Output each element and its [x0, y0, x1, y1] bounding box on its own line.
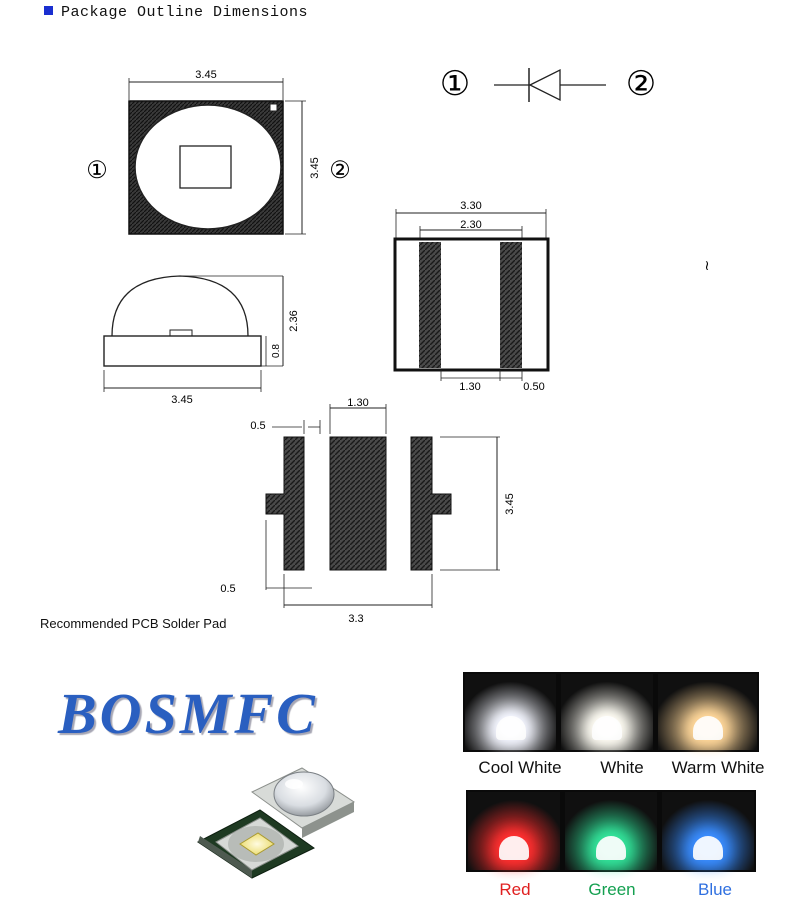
pcb-pad-right — [410, 436, 452, 571]
section-title: Package Outline Dimensions — [44, 4, 308, 21]
side-base-dim: 0.8 — [271, 344, 282, 358]
diode-symbol: ① ② — [440, 65, 656, 103]
pin2-label: ② — [329, 157, 351, 184]
swatch-red — [468, 792, 560, 870]
swatch-green — [565, 792, 657, 870]
swatch-label: Green — [588, 880, 636, 899]
top-height-dim: 3.45 — [309, 157, 321, 178]
package-outline-drawing: 3.45 ① 3.45 ② ① ② 2.36 0.8 3.45 — [86, 65, 710, 625]
swatch-label: Red — [499, 880, 531, 899]
led-dome-icon — [692, 716, 723, 740]
led-chip — [179, 145, 232, 189]
bottom-pad-left — [419, 242, 441, 368]
stray-mark: ≀ — [704, 257, 709, 273]
bottom-gap-dim: 0.50 — [523, 381, 544, 393]
side-width-dim: 3.45 — [171, 394, 192, 406]
led-dome-icon — [495, 716, 526, 740]
pcb-height-dim: 3.45 — [504, 493, 516, 514]
pcb-top-gap-dim: 0.5 — [250, 420, 265, 432]
side-view: 2.36 0.8 3.45 — [103, 275, 300, 406]
diode-triangle-icon — [528, 68, 561, 102]
swatch-warm-white — [658, 674, 757, 750]
pcb-bottom-gap-dim: 0.5 — [220, 583, 235, 595]
swatch-label: Blue — [697, 880, 733, 899]
side-height-dim: 2.36 — [288, 310, 300, 331]
dome-outline — [111, 275, 249, 337]
top-width-dim: 3.45 — [195, 69, 216, 81]
led-chip-glow — [239, 832, 275, 856]
pcb-pad-left — [265, 436, 305, 571]
pcb-caption: Recommended PCB Solder Pad — [40, 616, 227, 631]
polarity-mark-icon — [269, 103, 278, 112]
symbol-pin2-label: ② — [626, 65, 656, 103]
brand-logo: BOSMFC — [58, 681, 318, 746]
symbol-pin1-label: ① — [440, 65, 470, 103]
bullet-square-icon — [44, 6, 53, 15]
led-dome-icon — [693, 836, 723, 860]
swatch-label: Cool White — [478, 758, 562, 777]
swatch-white — [561, 674, 653, 750]
pcb-center-dim: 1.30 — [347, 397, 368, 409]
led-dome-icon — [499, 836, 529, 860]
swatch-label: Warm White — [671, 758, 765, 777]
pcb-pad-center — [329, 436, 387, 571]
swatch-label: White — [600, 758, 644, 777]
top-view: 3.45 ① 3.45 ② — [86, 69, 351, 235]
side-base — [103, 335, 262, 367]
bottom-outer-dim: 3.30 — [460, 200, 481, 212]
swatch-blue — [662, 792, 754, 870]
pin1-label: ① — [86, 157, 108, 184]
pcb-total-width-dim: 3.3 — [348, 613, 363, 625]
bottom-pad-right — [500, 242, 522, 368]
led-dome-icon — [592, 716, 622, 740]
led-dome-icon — [596, 836, 626, 860]
led-product-photo — [197, 767, 356, 879]
bottom-inner-dim: 2.30 — [460, 219, 481, 231]
section-title-text: Package Outline Dimensions — [61, 4, 309, 21]
pcb-solder-pad: 1.30 0.5 3.45 0.5 3.3 — [220, 397, 516, 625]
swatch-cool-white — [465, 674, 556, 750]
bottom-pad-dim: 1.30 — [459, 381, 480, 393]
bottom-view: 3.30 2.30 1.30 0.50 ≀ — [393, 200, 710, 393]
lens-dome — [273, 771, 335, 817]
bottom-body — [393, 237, 550, 372]
